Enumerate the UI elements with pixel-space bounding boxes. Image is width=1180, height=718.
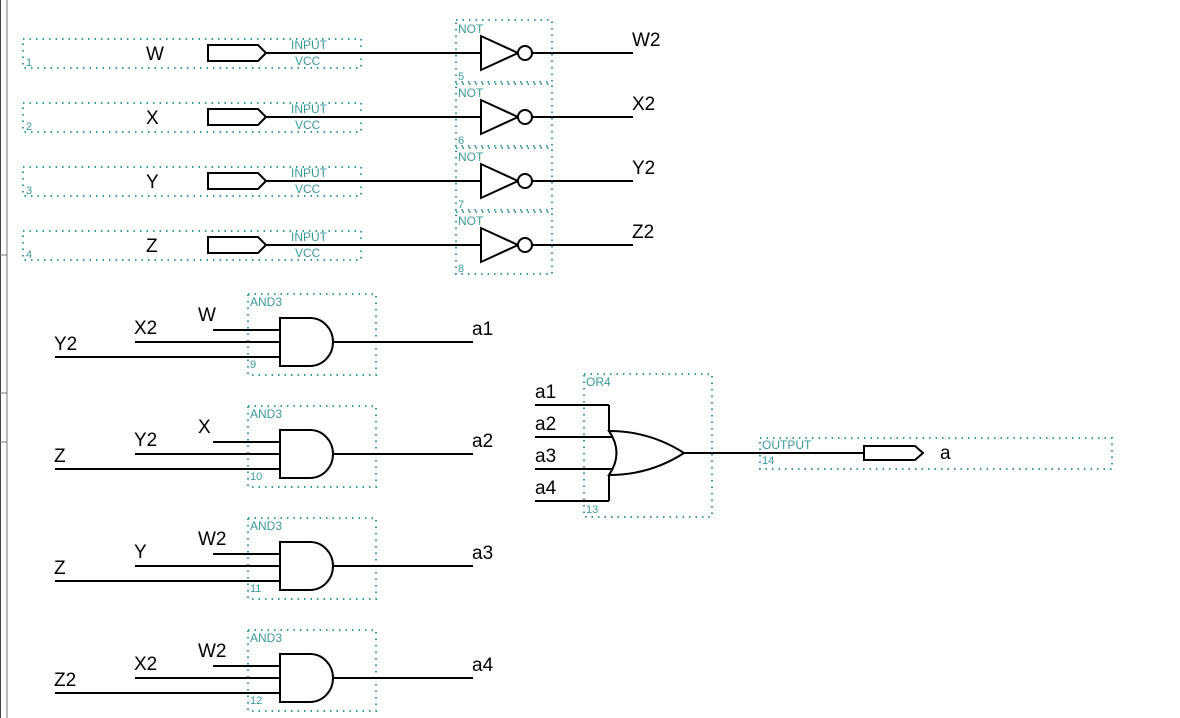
and-gate-type: AND3 [250,519,282,533]
and-input-label-2: Y2 [134,430,157,451]
not-gate-type: NOT [458,150,484,164]
and-body [279,429,334,479]
not-gate-6: NOT 6 X2 [455,83,655,147]
input-pin-vcc: VCC [295,118,321,132]
and-output-label: a3 [472,543,493,564]
input-pin-x: 2 X INPUT VCC [22,102,480,133]
input-pin-number: 4 [26,249,32,261]
and-input-label-3: Z2 [54,670,76,691]
and-input-label-1: W2 [198,529,227,550]
and-gate-type: AND3 [250,407,282,421]
not-triangle [480,34,521,72]
and-gate-box [247,517,377,600]
and-gate-box [247,293,377,376]
and-gate-box [247,405,377,488]
input-pin-vcc: VCC [295,246,321,260]
input-pin-y: 3 Y INPUT VCC [22,166,480,197]
or-gate-13: OR4 13 a1 a2 a3 a4 [535,373,864,518]
output-pin: OUTPUT 14 a [759,437,1113,470]
not-gate-number: 8 [458,263,464,275]
input-pin-type: INPUT [291,166,328,180]
and-input-label-1: X [198,417,211,438]
and-gate-number: 10 [250,471,262,483]
and-input-label-2: Y [134,542,147,563]
output-pin-symbol [863,445,925,461]
output-pin-name: a [940,443,951,464]
not-bubble [517,237,533,253]
not-output-label: Y2 [632,158,655,179]
input-pin-number: 2 [26,121,32,133]
and-output-label: a4 [472,655,494,676]
or-input-label: a1 [535,382,556,403]
input-pin-type: INPUT [291,38,328,52]
and-body [279,317,334,367]
input-pin-type: INPUT [291,230,328,244]
input-pin-symbol [207,172,268,190]
and-gate-11: AND3 11 W2Y Za3 [54,517,493,600]
not-gate-8: NOT 8 Z2 [455,211,654,275]
and-gate-number: 9 [250,359,256,371]
and-gate-number: 12 [250,695,262,707]
not-output-label: X2 [632,94,655,115]
output-pin-box [759,437,1113,470]
input-pin-vcc: VCC [295,182,321,196]
output-pin-type: OUTPUT [762,438,812,452]
not-gate-7: NOT 7 Y2 [455,147,655,211]
input-pin-number: 1 [26,57,32,69]
and-gate-number: 11 [250,583,261,595]
or-gate-number: 13 [586,504,598,516]
input-pin-name: Z [146,236,158,257]
not-bubble [517,109,533,125]
and-input-label-3: Z [54,558,66,579]
input-pin-name: X [146,108,159,129]
and-input-label-3: Y2 [54,334,77,355]
and-input-label-2: X2 [134,318,157,339]
not-gate-number: 6 [458,135,464,147]
output-pin-number: 14 [762,455,774,467]
not-triangle [480,98,521,136]
and-gate-box [247,629,377,712]
input-pin-vcc: VCC [295,54,321,68]
and-gate-type: AND3 [250,295,282,309]
not-gate-number: 7 [458,199,464,211]
input-pin-symbol [207,44,268,62]
not-bubble [517,173,533,189]
and-input-label-2: X2 [134,654,157,675]
not-gate-type: NOT [458,214,484,228]
input-pin-symbol [207,236,268,254]
not-output-label: W2 [632,30,661,51]
not-gate-5: NOT 5 W2 [455,19,661,83]
or-body [607,429,686,477]
input-pin-symbol [207,108,268,126]
not-gate-type: NOT [458,86,484,100]
and-gate-type: AND3 [250,631,282,645]
not-triangle [480,162,521,200]
and-output-label: a1 [472,319,493,340]
and-input-label-3: Z [54,446,66,467]
input-pin-number: 3 [26,185,32,197]
and-input-label-1: W [198,305,216,326]
input-pin-w: 1 W INPUT VCC [22,38,480,69]
not-output-label: Z2 [632,222,654,243]
and-body [279,541,334,591]
and-input-label-1: W2 [198,641,227,662]
or-input-label: a3 [535,446,556,467]
not-bubble [517,45,533,61]
not-gate-number: 5 [458,71,464,83]
not-gate-type: NOT [458,22,484,36]
input-pin-name: Y [146,172,159,193]
not-triangle [480,226,521,264]
or-input-label: a2 [535,414,556,435]
input-pin-z: 4 Z INPUT VCC [22,230,480,261]
and-output-label: a2 [472,431,493,452]
or-gate-type: OR4 [586,375,611,389]
and-body [279,653,334,703]
or-input-label: a4 [535,478,557,499]
input-pin-name: W [146,44,164,65]
input-pin-type: INPUT [291,102,328,116]
